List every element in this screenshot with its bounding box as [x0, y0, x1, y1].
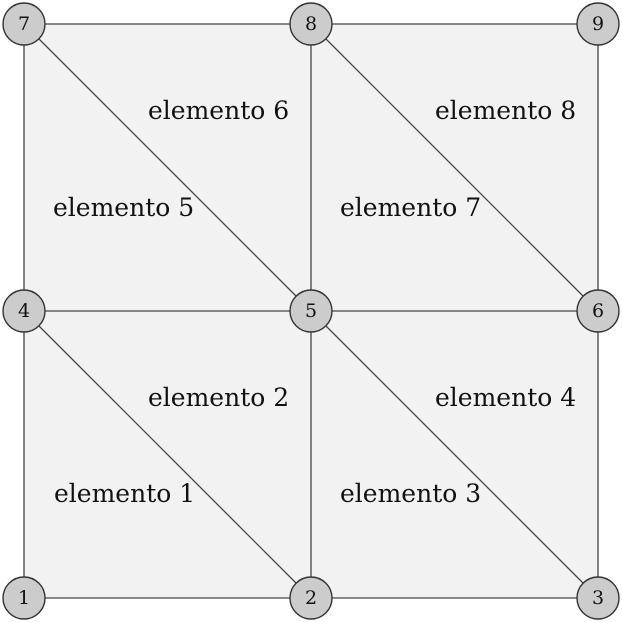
node-label: 6	[592, 300, 604, 322]
node-6: 6	[576, 289, 620, 333]
node-label: 8	[305, 13, 317, 35]
element-label-6: elemento 6	[148, 96, 289, 125]
node-1: 1	[2, 576, 46, 620]
node-2: 2	[289, 576, 333, 620]
node-label: 2	[305, 587, 317, 609]
mesh-edges	[23, 23, 599, 599]
edge-3-5	[310, 310, 599, 599]
node-label: 1	[18, 587, 30, 609]
element-label-3: elemento 3	[340, 479, 481, 508]
node-3: 3	[576, 576, 620, 620]
node-circle	[2, 576, 46, 620]
node-label: 5	[305, 300, 317, 322]
node-label: 7	[18, 13, 30, 35]
element-label-2: elemento 2	[148, 383, 289, 412]
element-label-8: elemento 8	[435, 96, 576, 125]
edge-2-4	[23, 310, 312, 599]
node-circle	[289, 2, 333, 46]
node-circle	[2, 289, 46, 333]
node-circle	[576, 289, 620, 333]
element-labels: elemento 1 elemento 2 elemento 3 element…	[53, 96, 576, 508]
element-label-5: elemento 5	[53, 193, 194, 222]
node-8: 8	[289, 2, 333, 46]
node-label: 3	[592, 587, 604, 609]
node-circle	[576, 576, 620, 620]
node-circle	[576, 2, 620, 46]
edge-6-8	[310, 23, 599, 312]
edge-5-7	[23, 23, 312, 312]
node-4: 4	[2, 289, 46, 333]
node-circle	[289, 289, 333, 333]
node-label: 9	[592, 13, 604, 35]
element-label-1: elemento 1	[54, 479, 195, 508]
node-7: 7	[2, 2, 46, 46]
node-circle	[289, 576, 333, 620]
node-5: 5	[289, 289, 333, 333]
node-9: 9	[576, 2, 620, 46]
element-label-4: elemento 4	[435, 383, 576, 412]
node-circle	[2, 2, 46, 46]
node-label: 4	[18, 300, 30, 322]
element-label-7: elemento 7	[340, 193, 481, 222]
